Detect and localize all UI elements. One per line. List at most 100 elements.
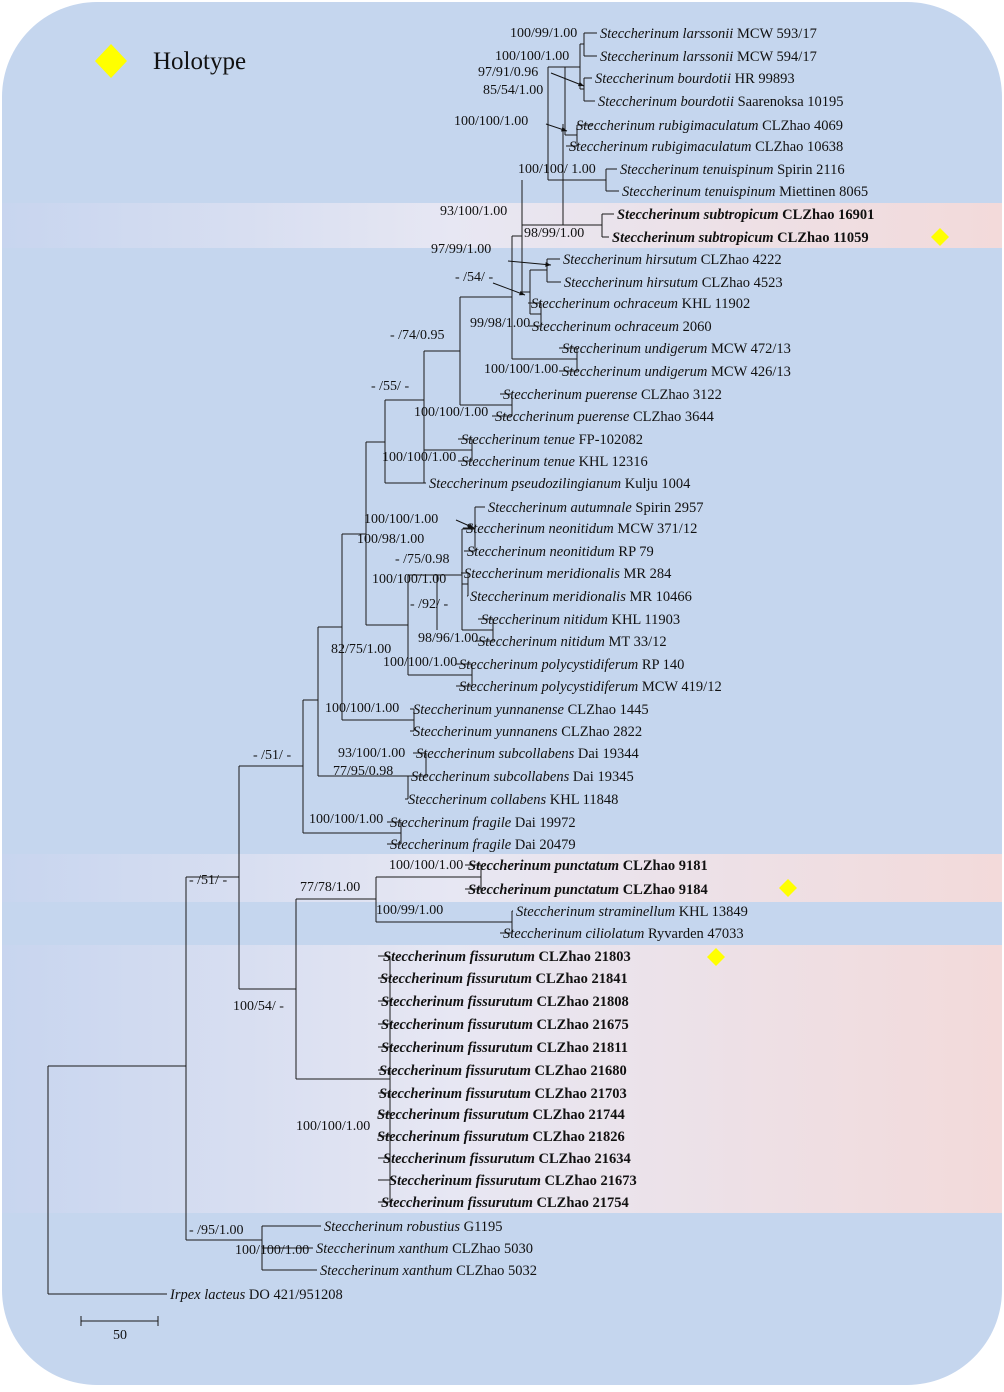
taxon-label: Steccherinum rubigimaculatum CLZhao 1063… xyxy=(569,139,843,155)
taxon-label: Steccherinum polycystidiferum RP 140 xyxy=(459,657,684,673)
support-value: 100/54/ - xyxy=(233,999,284,1014)
support-value: 100/99/1.00 xyxy=(376,903,443,918)
species-name: Steccherinum tenuispinum xyxy=(620,162,773,178)
species-name: Steccherinum hirsutum xyxy=(563,252,697,268)
species-name: Steccherinum rubigimaculatum xyxy=(569,139,751,155)
holotype-markers xyxy=(707,228,949,966)
support-value: 100/100/1.00 xyxy=(414,405,488,420)
species-name: Steccherinum ochraceum xyxy=(531,296,678,312)
voucher-code: MCW 371/12 xyxy=(614,521,698,537)
voucher-code: Dai 20479 xyxy=(511,837,575,853)
taxon-label: Steccherinum meridionalis MR 284 xyxy=(464,566,672,582)
taxon-label: Steccherinum fissurutum CLZhao 21634 xyxy=(383,1151,631,1167)
voucher-code: FP-102082 xyxy=(575,432,643,448)
taxon-label: Steccherinum undigerum MCW 472/13 xyxy=(562,341,791,357)
scale-bar-label: 50 xyxy=(113,1328,127,1343)
voucher-code: Dai 19972 xyxy=(511,815,575,831)
voucher-code: CLZhao 10638 xyxy=(751,139,843,155)
species-name: Steccherinum fissurutum xyxy=(377,1107,529,1123)
species-name: Steccherinum punctatum xyxy=(468,882,619,898)
support-value: 100/100/1.00 xyxy=(454,114,528,129)
taxon-label: Steccherinum larssonii MCW 594/17 xyxy=(600,49,817,65)
taxon-label: Steccherinum puerense CLZhao 3122 xyxy=(503,387,722,403)
species-name: Steccherinum bourdotii xyxy=(595,71,731,87)
holotype-marker-icon xyxy=(707,948,725,966)
highlight-band-punctatum xyxy=(2,854,1002,902)
taxon-label: Steccherinum fissurutum CLZhao 21754 xyxy=(381,1195,629,1211)
voucher-code: KHL 13849 xyxy=(675,904,748,920)
taxon-label: Steccherinum fissurutum CLZhao 21811 xyxy=(381,1040,628,1056)
voucher-code: CLZhao 5030 xyxy=(448,1241,533,1257)
species-name: Steccherinum polycystidiferum xyxy=(459,679,638,695)
voucher-code: MCW 426/13 xyxy=(707,364,791,380)
voucher-code: Saarenoksa 10195 xyxy=(734,94,844,110)
pointer-arrows xyxy=(455,72,585,529)
species-name: Steccherinum yunnanense xyxy=(413,702,565,718)
species-name: Steccherinum rubigimaculatum xyxy=(576,118,758,134)
species-name: Steccherinum autumnale xyxy=(488,500,632,516)
support-value: 85/54/1.00 xyxy=(483,83,543,98)
voucher-code: MCW 594/17 xyxy=(733,49,817,65)
support-value: - /54/ - xyxy=(455,270,493,285)
species-name: Steccherinum tenue xyxy=(461,432,576,448)
support-value: 100/100/1.00 xyxy=(364,512,438,527)
voucher-code: DO 421/951208 xyxy=(245,1287,342,1303)
species-name: Steccherinum puerense xyxy=(503,387,638,403)
species-name: Steccherinum xanthum xyxy=(316,1241,448,1257)
voucher-code: KHL 11903 xyxy=(608,612,680,628)
holotype-marker-icon xyxy=(779,879,797,897)
voucher-code: CLZhao 21680 xyxy=(531,1063,627,1079)
support-value: - /51/ - xyxy=(253,748,291,763)
species-name: Steccherinum fissurutum xyxy=(379,1086,531,1102)
species-name: Steccherinum meridionalis xyxy=(464,566,620,582)
species-name: Steccherinum nitidum xyxy=(481,612,608,628)
taxon-label: Steccherinum tenue KHL 12316 xyxy=(461,454,648,470)
support-value: 97/99/1.00 xyxy=(431,242,491,257)
taxon-label: Steccherinum fragile Dai 20479 xyxy=(390,837,576,853)
taxon-label: Steccherinum subcollabens Dai 19344 xyxy=(416,746,639,762)
voucher-code: Kulju 1004 xyxy=(621,476,691,492)
taxon-label: Steccherinum subtropicum CLZhao 16901 xyxy=(617,207,874,223)
pointer-arrowhead-icon xyxy=(578,81,584,87)
species-name: Steccherinum yunnanens xyxy=(413,724,558,740)
taxon-label: Steccherinum nitidum MT 33/12 xyxy=(478,634,667,650)
voucher-code: CLZhao 3644 xyxy=(629,409,714,425)
support-value: 100/100/1.00 xyxy=(495,49,569,64)
taxon-label: Steccherinum straminellum KHL 13849 xyxy=(516,904,748,920)
taxon-label: Steccherinum tenuispinum Miettinen 8065 xyxy=(622,184,868,200)
voucher-code: CLZhao 9181 xyxy=(619,858,708,874)
voucher-code: CLZhao 11059 xyxy=(774,230,869,246)
species-name: Steccherinum puerense xyxy=(495,409,630,425)
species-name: Steccherinum ciliolatum xyxy=(503,926,644,942)
highlight-band-fissurutum xyxy=(2,945,1002,1213)
taxon-label: Steccherinum ochraceum 2060 xyxy=(532,319,712,335)
taxon-label: Steccherinum nitidum KHL 11903 xyxy=(481,612,680,628)
holotype-legend-diamond-icon xyxy=(95,44,127,78)
voucher-code: MT 33/12 xyxy=(605,634,667,650)
taxon-label: Steccherinum ochraceum KHL 11902 xyxy=(531,296,750,312)
support-value: 100/100/1.00 xyxy=(309,812,383,827)
species-name: Steccherinum subcollabens xyxy=(416,746,575,762)
voucher-code: MCW 593/17 xyxy=(733,26,817,42)
support-value: 100/100/ 1.00 xyxy=(518,162,596,177)
support-value: 99/98/1.00 xyxy=(470,316,530,331)
taxon-label: Steccherinum yunnanense CLZhao 1445 xyxy=(413,702,649,718)
voucher-code: CLZhao 21744 xyxy=(529,1107,625,1123)
voucher-code: KHL 11902 xyxy=(678,296,750,312)
taxon-label: Steccherinum fissurutum CLZhao 21803 xyxy=(383,949,631,965)
voucher-code: CLZhao 3122 xyxy=(637,387,722,403)
support-value: 93/100/1.00 xyxy=(338,746,405,761)
voucher-code: RP 79 xyxy=(615,544,654,560)
pointer-arrowhead-icon xyxy=(545,262,551,267)
support-value: 100/100/1.00 xyxy=(484,362,558,377)
taxon-label: Steccherinum ciliolatum Ryvarden 47033 xyxy=(503,926,744,942)
taxon-labels: Steccherinum larssonii MCW 593/17Stecche… xyxy=(169,26,874,1303)
pointer-arrow-line xyxy=(507,260,552,266)
voucher-code: CLZhao 21675 xyxy=(533,1017,629,1033)
species-name: Irpex lacteus xyxy=(169,1287,246,1303)
taxon-label: Steccherinum yunnanens CLZhao 2822 xyxy=(413,724,642,740)
taxon-label: Steccherinum collabens KHL 11848 xyxy=(408,792,618,808)
taxon-label: Steccherinum subtropicum CLZhao 11059 xyxy=(612,230,869,246)
